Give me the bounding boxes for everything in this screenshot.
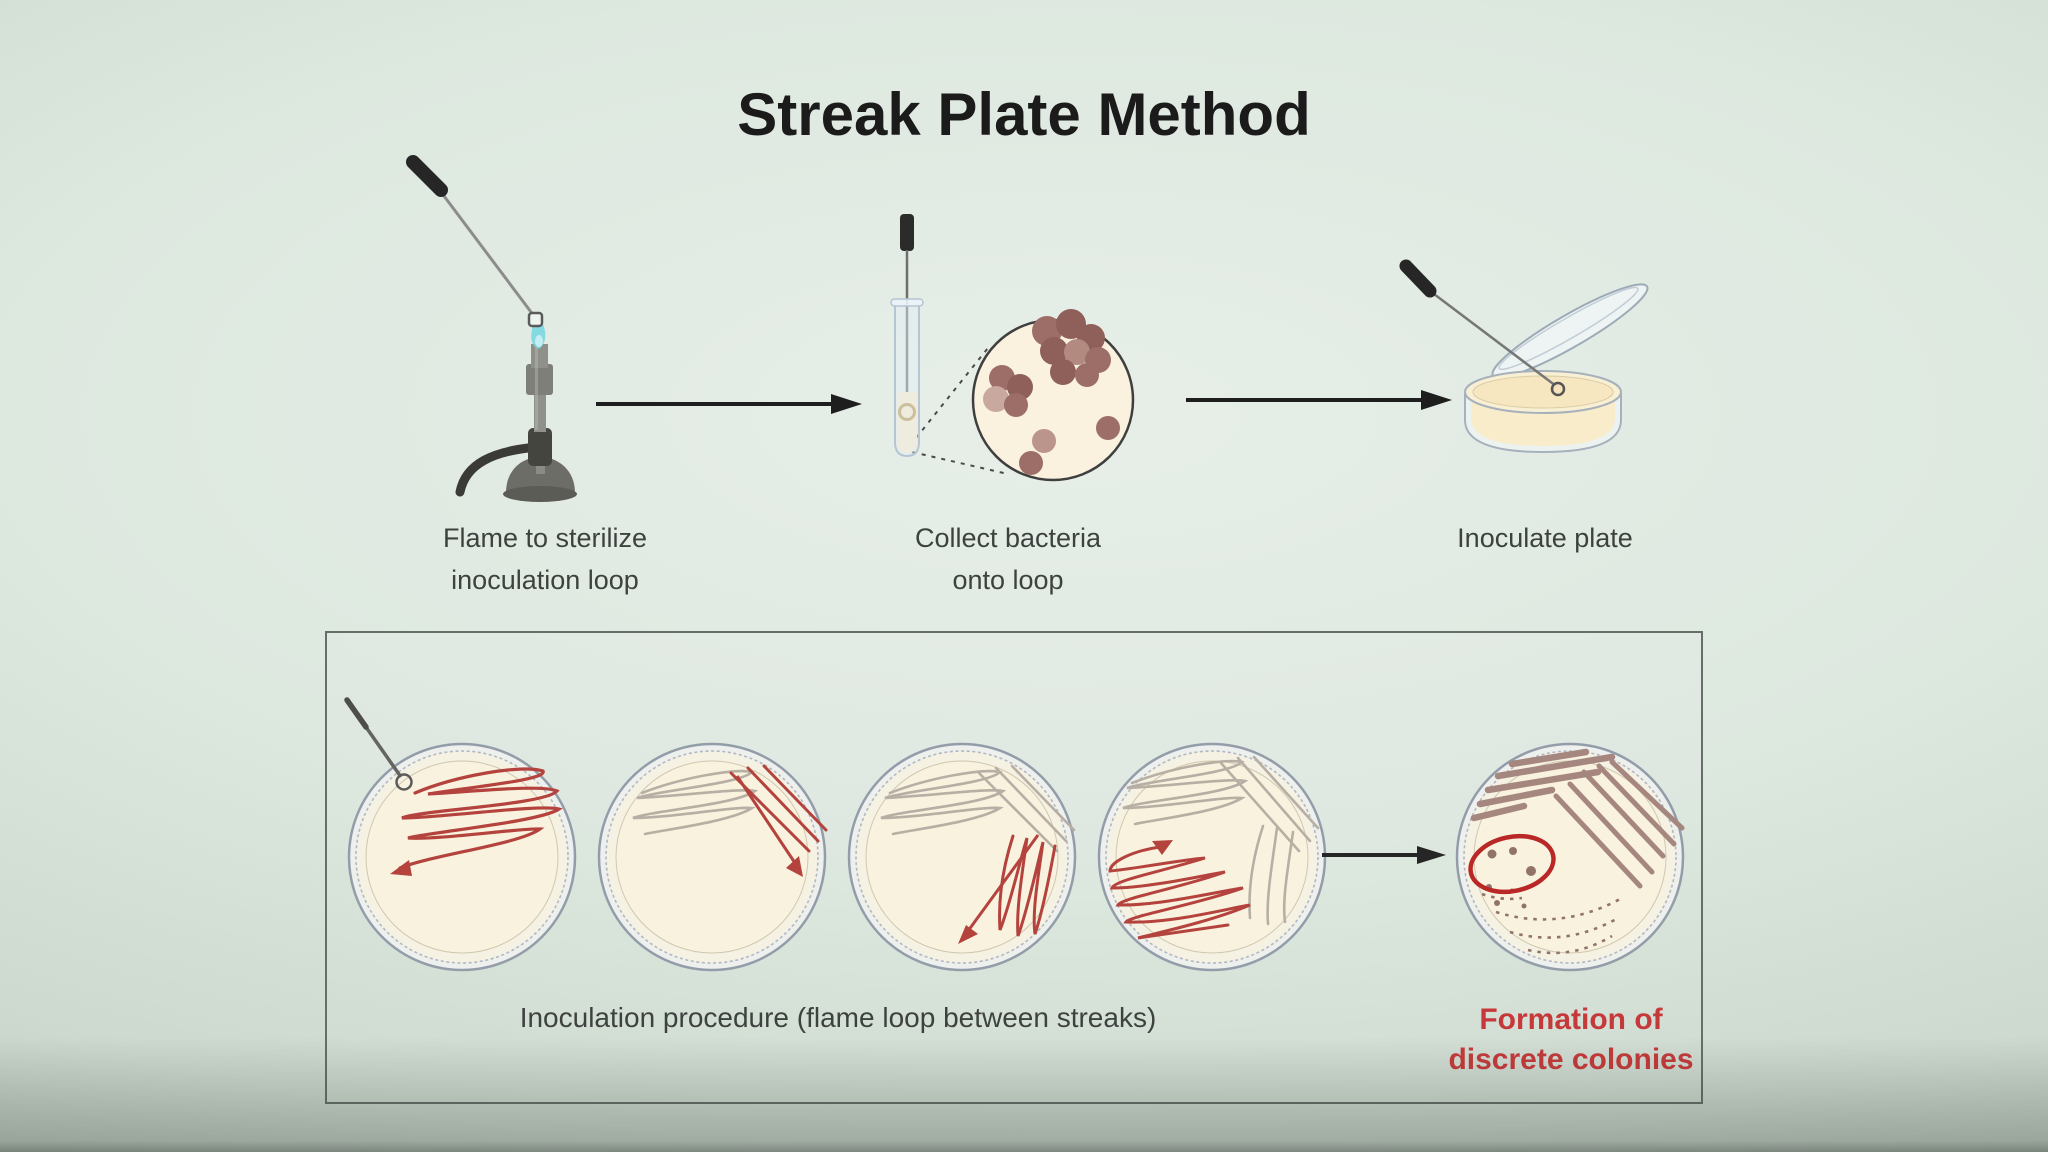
page-title: Streak Plate Method <box>737 81 1311 149</box>
arrow-right-icon <box>596 394 862 414</box>
loop-handle <box>406 155 448 197</box>
result-caption: Formation of discrete colonies <box>1448 1003 1694 1076</box>
inoculation-loop-icon <box>395 773 413 791</box>
petri-dish-result <box>1455 742 1685 972</box>
burner-collar <box>528 428 552 466</box>
confluent-growth <box>1470 748 1616 822</box>
arrow-right-icon <box>1186 390 1452 410</box>
colonies-highlight-circle <box>1468 833 1556 895</box>
streak-set-red <box>1108 845 1251 940</box>
petri-dish-streak-4 <box>1097 742 1327 972</box>
inoculation-loop-icon <box>898 403 916 421</box>
inoculation-loop-icon <box>527 311 544 328</box>
caption-collect-bacteria: Collect bacteria onto loop <box>914 523 1102 595</box>
inoculation-loop-icon <box>1550 381 1566 397</box>
streak-set-red <box>398 767 563 870</box>
procedure-panel <box>325 631 1703 1104</box>
discrete-colonies <box>1486 847 1536 909</box>
petri-dish-icon <box>1399 259 1649 454</box>
gas-hose <box>455 443 533 497</box>
bunsen-burner-icon <box>406 155 577 502</box>
loop-handle <box>900 214 914 251</box>
streak-set-red <box>998 834 1057 937</box>
petri-dish-lid <box>1491 283 1649 379</box>
loop-handle <box>1399 259 1437 298</box>
caption-flame-sterilize: Flame to sterilize inoculation loop <box>442 523 648 595</box>
petri-dish-streak-3 <box>847 742 1077 972</box>
petri-dish-streak-2 <box>597 742 828 972</box>
bacteria-magnified-circle <box>971 309 1135 482</box>
burner-base <box>506 457 575 493</box>
arrow-right-icon <box>1322 846 1446 864</box>
petri-dish-streak-1 <box>344 697 577 972</box>
caption-inoculate-plate: Inoculate plate <box>1457 523 1633 553</box>
test-tube-icon <box>890 214 1009 475</box>
procedure-caption: Inoculation procedure (flame loop betwee… <box>519 1002 1157 1033</box>
